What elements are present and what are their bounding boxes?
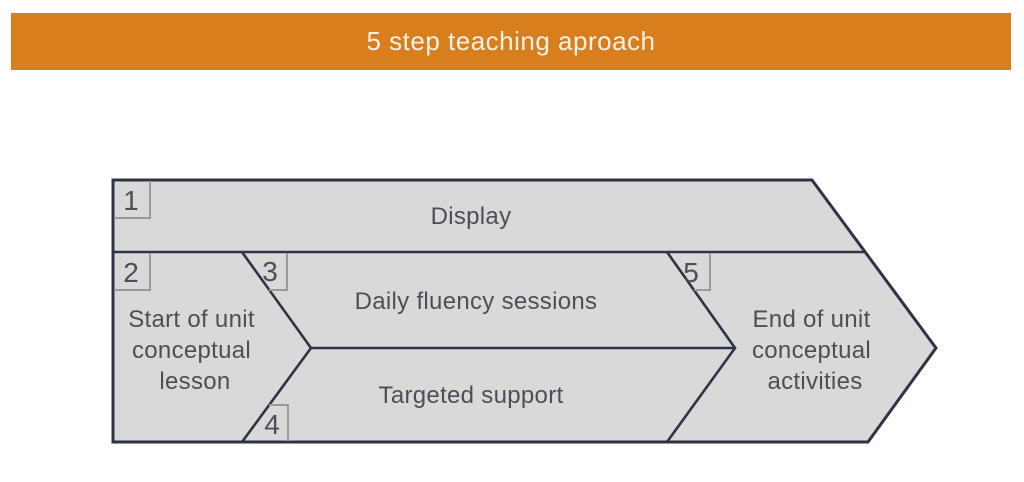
step-1-label: Display <box>431 203 512 230</box>
step-1-badge <box>114 181 151 219</box>
step-5-number: 5 <box>683 257 699 288</box>
step-5-label: End of unit conceptual activities <box>752 306 878 395</box>
slide-title: 5 step teaching aproach <box>366 26 656 56</box>
step-2-badge <box>114 253 151 291</box>
step-5-label-line-3: activities <box>767 368 862 395</box>
step-5-label-line-1: End of unit <box>752 306 870 333</box>
step-2-label: Start of unit conceptual lesson <box>128 306 262 395</box>
arrow-outline <box>111 178 938 444</box>
step-2-label-line-3: lesson <box>159 368 230 395</box>
step-3-label: Daily fluency sessions <box>355 288 598 315</box>
step-4-badge <box>269 404 289 441</box>
step-1-number: 1 <box>123 185 139 216</box>
step-4-number: 4 <box>264 409 280 440</box>
step-2-label-line-2: conceptual <box>132 337 251 364</box>
step-2-label-line-1: Start of unit <box>128 306 255 333</box>
step-5-badge <box>694 253 711 291</box>
step-3-badge <box>269 253 288 291</box>
step-4-label: Targeted support <box>379 382 564 409</box>
slide-title-banner: 5 step teaching aproach <box>11 13 1011 70</box>
step-2-number: 2 <box>123 257 139 288</box>
step-3-number: 3 <box>262 256 278 287</box>
step-5-label-line-2: conceptual <box>752 337 871 364</box>
